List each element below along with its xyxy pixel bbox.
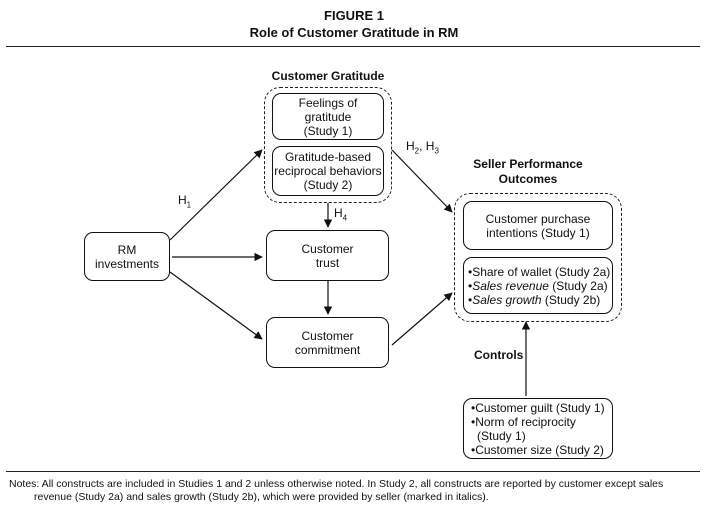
customer-trust-box: Customer trust (266, 230, 389, 281)
rm-investments-box: RM investments (84, 232, 170, 281)
rm-line-1: RM (117, 242, 137, 257)
arrow-commitment-to-outcomes (391, 292, 453, 346)
seller-outcomes-list-box: •Share of wallet (Study 2a) •Sales reven… (463, 257, 613, 314)
h1-label: H1 (178, 193, 192, 210)
controls-box: •Customer guilt (Study 1) •Norm of recip… (463, 398, 613, 459)
feelings-line-2: gratitude (304, 109, 352, 124)
trust-line-1: Customer (301, 241, 354, 256)
control-customer-guilt: •Customer guilt (Study 1) (471, 400, 605, 415)
seller-performance-group (454, 193, 622, 322)
control-norm-of-reciprocity: •Norm of reciprocity (471, 414, 576, 429)
commitment-line-1: Customer (301, 328, 354, 343)
feelings-line-3: (Study 1) (303, 123, 353, 138)
h4-label: H4 (334, 206, 348, 223)
purchase-intentions-box: Customer purchase intentions (Study 1) (463, 201, 613, 250)
arrow-gratitude-to-outcomes (391, 149, 453, 213)
arrow-rm-to-commitment (169, 271, 263, 340)
purchase-line-1: Customer purchase (485, 211, 591, 226)
notes-line-2: revenue (Study 2a) and sales growth (Stu… (34, 491, 489, 503)
arrow-rm-to-gratitude (169, 149, 263, 241)
bottom-rule (6, 471, 700, 472)
rm-line-2: investments (94, 256, 160, 271)
feelings-line-1: Feelings of (298, 95, 358, 110)
gratitude-behaviors-box: Gratitude-based reciprocal behaviors (St… (272, 146, 384, 196)
controls-label: Controls (474, 348, 524, 362)
seller-title-line-2: Outcomes (498, 172, 558, 186)
control-customer-size: •Customer size (Study 2) (471, 442, 604, 457)
figure-title: Role of Customer Gratitude in RM (249, 25, 459, 40)
top-rule (6, 46, 700, 47)
customer-gratitude-group (264, 87, 392, 203)
h2-h3-label: H2, H3 (406, 139, 439, 156)
customer-commitment-box: Customer commitment (266, 317, 389, 368)
outcome-sales-growth: •Sales growth (Study 2b) (468, 292, 601, 307)
figure-label: FIGURE 1 (324, 8, 384, 23)
behaviors-line-2: reciprocal behaviors (274, 164, 382, 178)
customer-gratitude-title: Customer Gratitude (271, 69, 385, 83)
control-norm-study: (Study 1) (477, 428, 526, 443)
trust-line-2: trust (315, 255, 340, 270)
behaviors-line-1: Gratitude-based (284, 150, 372, 164)
behaviors-line-3: (Study 2) (303, 178, 353, 192)
notes-line-1: Notes: All constructs are included in St… (9, 478, 664, 490)
outcome-sales-revenue: •Sales revenue (Study 2a) (468, 278, 608, 293)
purchase-line-2: intentions (Study 1) (486, 225, 590, 240)
seller-performance-title: Seller Performance Outcomes (462, 157, 594, 187)
feelings-of-gratitude-box: Feelings of gratitude (Study 1) (272, 93, 384, 140)
figure-notes: Notes: All constructs are included in St… (9, 478, 701, 504)
outcome-share-of-wallet: •Share of wallet (Study 2a) (468, 264, 611, 279)
commitment-line-2: commitment (294, 342, 361, 357)
seller-title-line-1: Seller Performance (473, 157, 583, 171)
